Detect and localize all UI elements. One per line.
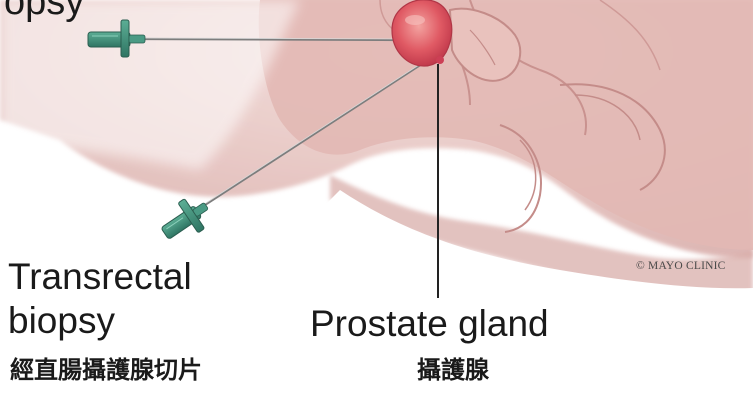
label-biopsy-partial: opsy (4, 0, 84, 21)
label-transrectal-biopsy: Transrectal biopsy (8, 255, 268, 343)
transrectal-needle-hub (155, 191, 217, 249)
copyright-notice: © MAYO CLINIC (636, 260, 726, 272)
label-transrectal-line2: biopsy (8, 299, 268, 343)
label-zh-transrectal-biopsy: 經直腸攝護腺切片 (10, 356, 202, 386)
label-zh-prostate: 攝護腺 (417, 356, 489, 386)
label-transrectal-line1: Transrectal (8, 255, 268, 299)
label-prostate-gland: Prostate gland (310, 302, 549, 346)
